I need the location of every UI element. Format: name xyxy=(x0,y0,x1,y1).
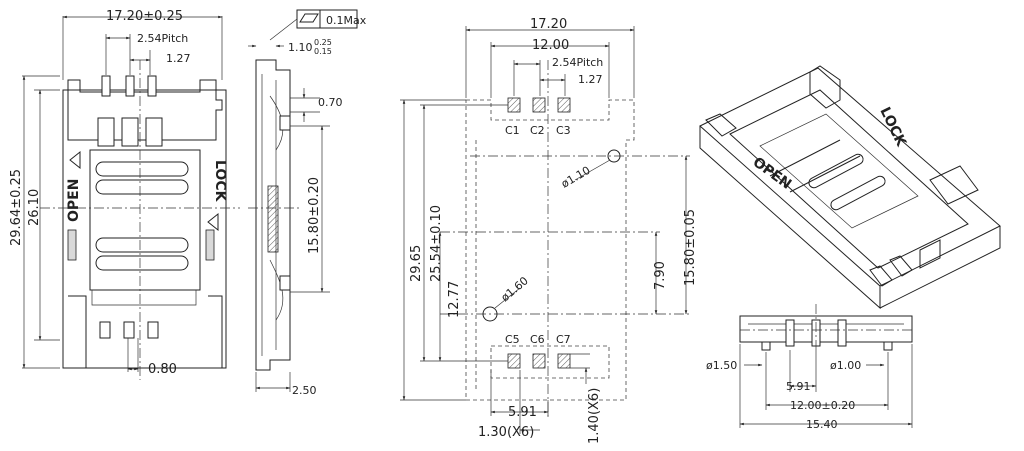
end-span-mid-label: 12.00±0.20 xyxy=(790,399,855,412)
fp-pad-c6: C6 xyxy=(530,333,545,346)
fp-window-label: 15.80±0.05 xyxy=(683,209,698,286)
footprint-view: 17.20 12.00 2.54Pitch 1.27 C1 C2 C3 C5 C… xyxy=(400,17,698,444)
end-span-small-label: 5.91 xyxy=(786,380,811,393)
fp-hole-small-label: ø1.10 xyxy=(559,164,593,191)
fp-pad-c1: C1 xyxy=(505,124,520,137)
fp-width-label: 17.20 xyxy=(530,17,567,32)
side-thickness-label: 1.10 xyxy=(288,41,313,54)
front-pitch-small-label: 1.27 xyxy=(166,52,191,65)
side-thickness-sup: 0.25 xyxy=(314,38,332,47)
fp-pad-c2: C2 xyxy=(530,124,545,137)
iso-open-text: OPEN xyxy=(750,154,795,192)
fp-pad-c7: C7 xyxy=(556,333,571,346)
iso-lock-text: LOCK xyxy=(876,105,909,150)
side-view: 0.1Max 1.10 0.25 0.15 0.70 15.80±0.20 2.… xyxy=(248,9,367,397)
side-window-label: 15.80±0.20 xyxy=(307,177,322,254)
fp-pad-span-label: 25.54±0.10 xyxy=(429,205,444,282)
fp-inner-label: 12.00 xyxy=(532,38,569,53)
fp-pad-width-label: 1.30(X6) xyxy=(478,425,534,440)
fp-bottom-span-label: 5.91 xyxy=(508,405,537,420)
fp-pad-c3: C3 xyxy=(556,124,571,137)
side-bottom-label: 2.50 xyxy=(292,384,317,397)
side-flatness-label: 0.1Max xyxy=(326,14,367,27)
front-view: 17.20±0.25 2.54Pitch 1.27 xyxy=(9,9,240,380)
fp-pitch-small-label: 1.27 xyxy=(578,73,603,86)
end-peg-small-label: ø1.00 xyxy=(830,359,861,372)
fp-hole-gap-label: 7.90 xyxy=(653,261,668,290)
end-span-total-label: 15.40 xyxy=(806,418,838,431)
side-lead-label: 0.70 xyxy=(318,96,343,109)
front-lock-text: LOCK xyxy=(212,160,228,203)
front-open-text: OPEN xyxy=(66,179,82,222)
fp-pad-c5: C5 xyxy=(505,333,520,346)
end-peg-large-label: ø1.50 xyxy=(706,359,737,372)
side-thickness-sub: 0.15 xyxy=(314,47,332,56)
fp-pitch-label: 2.54Pitch xyxy=(552,56,603,69)
front-height-total-label: 29.64±0.25 xyxy=(9,169,24,246)
front-pin-gap-label: 0.80 xyxy=(148,362,177,377)
fp-total-height-label: 29.65 xyxy=(409,245,424,282)
isometric-view: LOCK OPEN xyxy=(699,65,1001,310)
front-pitch-label: 2.54Pitch xyxy=(137,32,188,45)
front-width-label: 17.20±0.25 xyxy=(106,9,183,24)
fp-hole-offset-label: 12.77 xyxy=(447,281,462,318)
fp-pad-length-label: 1.40(X6) xyxy=(587,388,602,444)
end-view: ø1.50 ø1.00 5.91 12.00±0.20 15.40 xyxy=(706,304,913,431)
fp-hole-large-label: ø1.60 xyxy=(499,274,531,304)
front-height-body-label: 26.10 xyxy=(27,189,42,226)
